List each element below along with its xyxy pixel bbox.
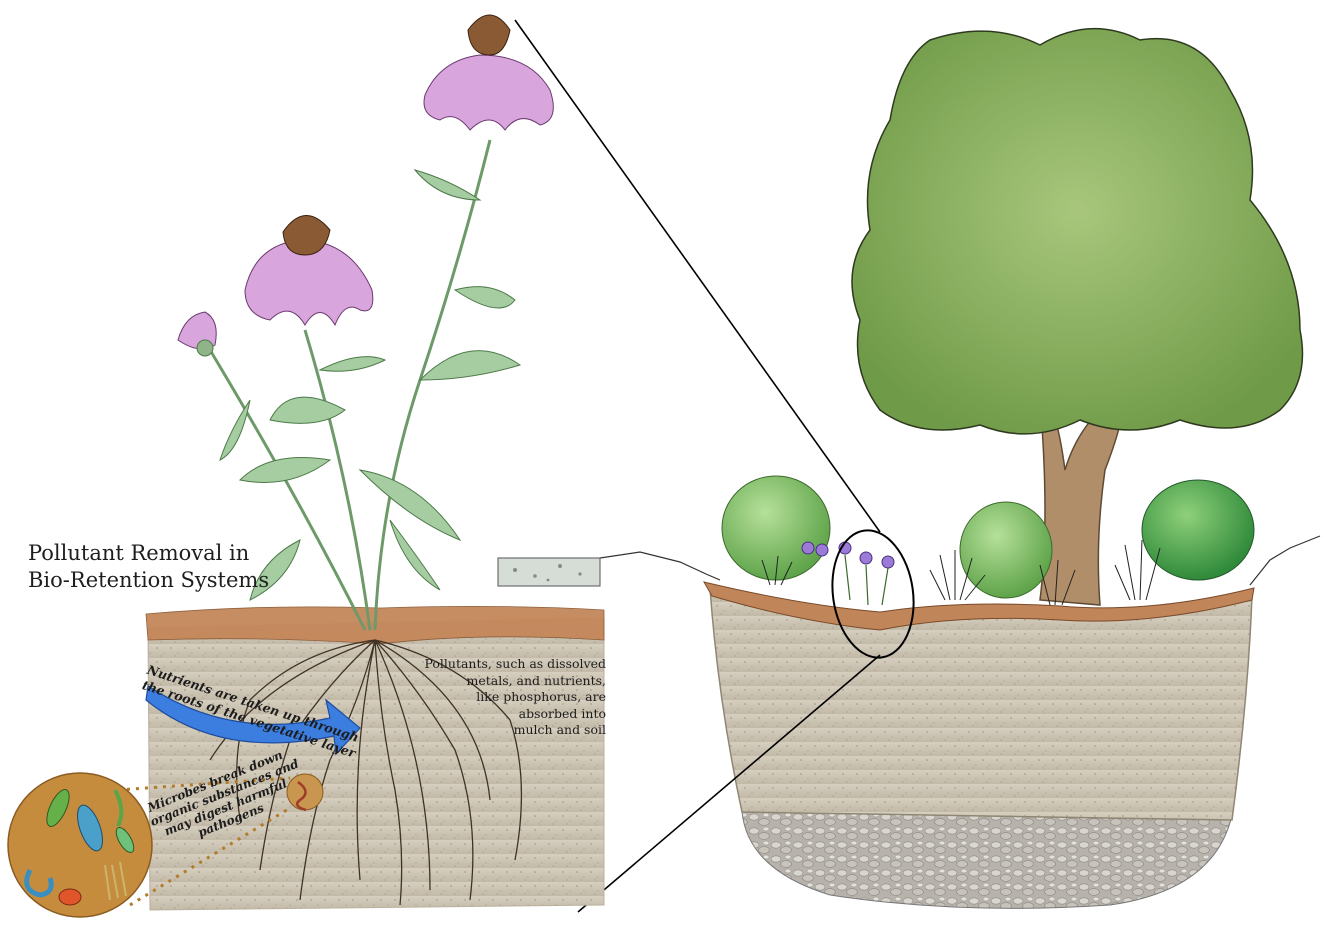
bioretention-cross-section — [498, 29, 1320, 909]
pollutants-line-2: metals, and nutrients, — [420, 673, 606, 690]
gravel-layer — [742, 812, 1232, 908]
callout-line-top — [515, 20, 880, 532]
shrub-left — [722, 476, 830, 580]
tree-canopy — [852, 29, 1303, 434]
violet-flowers — [802, 542, 894, 605]
pollutants-label: Pollutants, such as dissolved metals, an… — [420, 656, 606, 739]
title-line-2: Bio-Retention Systems — [28, 567, 288, 594]
pavement-block — [498, 558, 600, 586]
pollutants-line-1: Pollutants, such as dissolved — [420, 656, 606, 673]
shrub-center — [960, 502, 1052, 598]
coneflower-top — [424, 15, 553, 130]
ground-surface — [600, 552, 720, 580]
coneflower-leaves — [220, 170, 520, 600]
title-line-1: Pollutant Removal in — [28, 540, 288, 567]
pollutants-line-5: mulch and soil — [420, 722, 606, 739]
soil-closeup — [8, 15, 604, 917]
pollutants-line-3: like phosphorus, are — [420, 689, 606, 706]
diagram-title: Pollutant Removal in Bio-Retention Syste… — [28, 540, 288, 594]
shrub-right — [1142, 480, 1254, 580]
pollutants-line-4: absorbed into — [420, 706, 606, 723]
soil-layer — [710, 588, 1252, 820]
coneflower-bud — [178, 312, 216, 356]
coneflower-middle — [245, 215, 373, 325]
